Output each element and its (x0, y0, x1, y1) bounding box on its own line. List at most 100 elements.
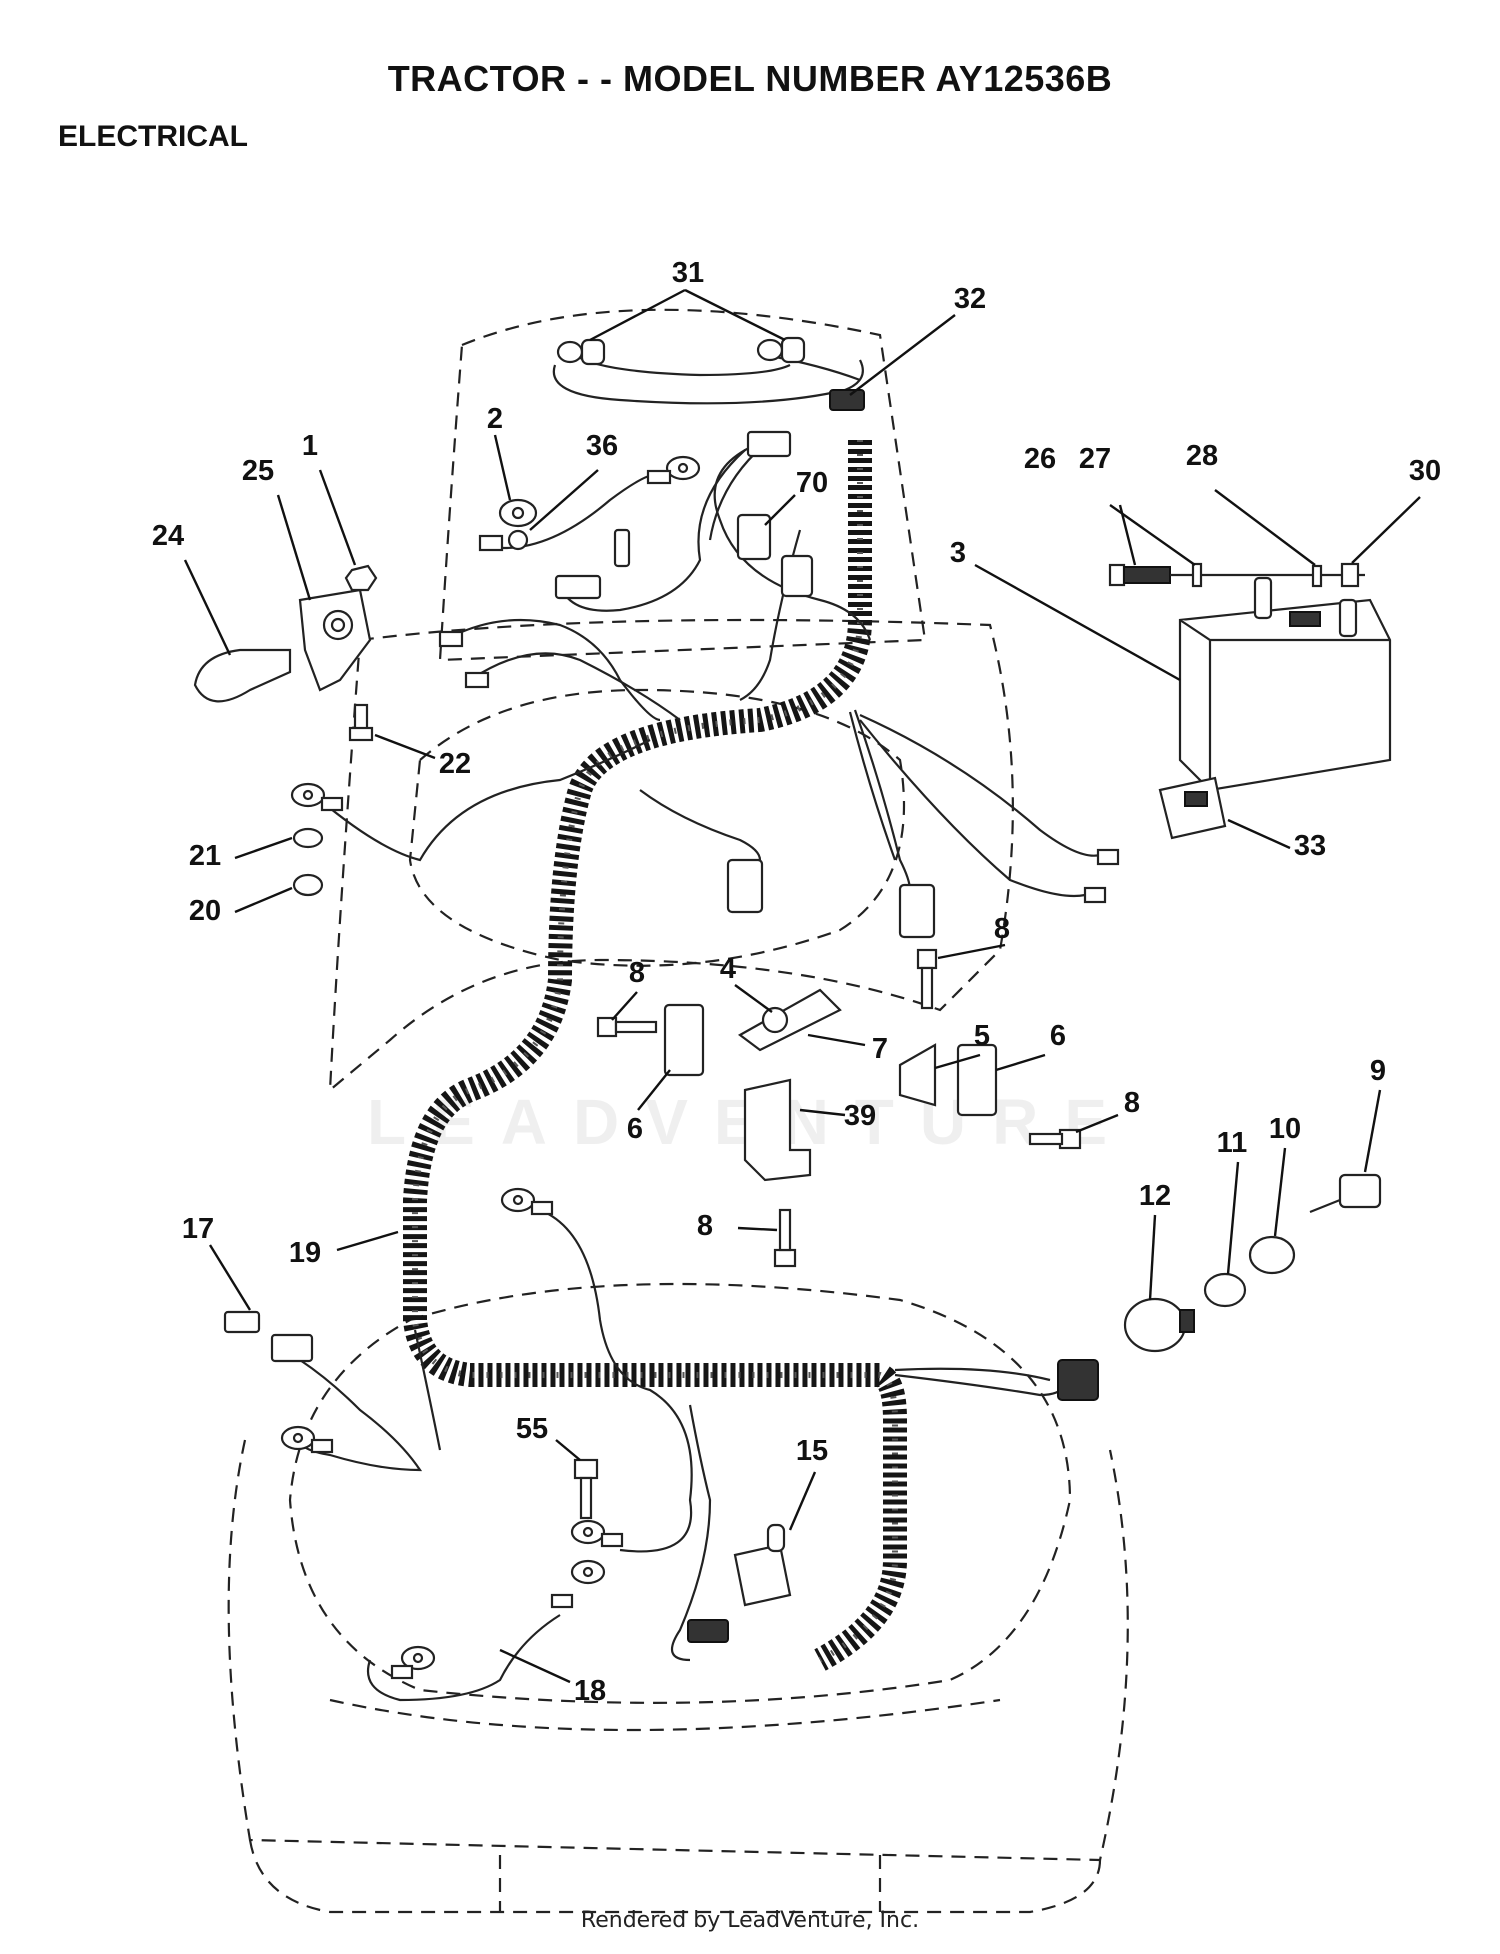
callout-2: 2 (487, 403, 503, 435)
callout-18: 18 (574, 1675, 606, 1707)
callout-36: 36 (586, 430, 618, 462)
callout-31: 31 (672, 257, 704, 289)
ground-terminal (478, 498, 538, 552)
seat-switch (733, 1523, 792, 1607)
callout-19: 19 (289, 1237, 321, 1269)
headlight-connector (829, 389, 865, 411)
bracket-5 (898, 1043, 937, 1107)
harness-connector-top (746, 430, 792, 458)
connector-dash-right (898, 883, 936, 939)
callout-8-left: 8 (629, 957, 645, 989)
callout-17: 17 (182, 1213, 214, 1245)
callout-labels: 31 32 2 36 70 1 25 24 22 21 20 26 27 28 … (152, 257, 1441, 1707)
plug-small (613, 528, 631, 568)
callout-3: 3 (950, 537, 966, 569)
terminal-boot (193, 648, 292, 703)
callout-4: 4 (720, 953, 736, 985)
interlock-switch-right (956, 1043, 998, 1117)
footer-credit: Rendered by LeadVenture, Inc. (580, 1908, 920, 1933)
callout-70: 70 (796, 467, 828, 499)
callout-20: 20 (189, 895, 221, 927)
star-washer (507, 529, 529, 551)
battery (1178, 576, 1392, 792)
ground-ring-lower (550, 1559, 606, 1609)
callout-21: 21 (189, 840, 221, 872)
bolt-8c (1028, 1128, 1082, 1150)
ground-ring-18 (390, 1645, 436, 1680)
fuse-holder (736, 513, 772, 561)
interlock-switch-left (663, 1003, 705, 1077)
seat-switch-connector (687, 1619, 729, 1643)
bolt-8b (916, 948, 938, 1010)
battery-washer (1191, 562, 1203, 588)
wire-terminal-d (1083, 886, 1107, 904)
battery-bolt (1108, 563, 1171, 587)
ignition-connector (1057, 1359, 1099, 1401)
callout-32: 32 (954, 283, 986, 315)
callout-30: 30 (1409, 455, 1441, 487)
wire-terminal-a (438, 630, 464, 648)
fuse-connector (270, 1333, 314, 1363)
callout-10: 10 (1269, 1113, 1301, 1145)
callout-6-right: 6 (1050, 1020, 1066, 1052)
ring-terminal-left (290, 782, 344, 812)
callout-15: 15 (796, 1435, 828, 1467)
bolt-8d (773, 1208, 797, 1268)
switch-bracket (743, 1078, 812, 1182)
callout-9: 9 (1370, 1055, 1386, 1087)
ring-terminal-upper (646, 455, 701, 485)
callout-8-lower: 8 (697, 1210, 713, 1242)
callout-28: 28 (1186, 440, 1218, 472)
key-switch-bezel (1248, 1235, 1296, 1275)
callout-24: 24 (152, 520, 184, 552)
parts (193, 336, 1392, 1680)
ignition-key (1309, 1173, 1382, 1214)
headlight-bulb-right (756, 336, 806, 364)
ignition-switch (1123, 1297, 1195, 1353)
wire-terminal-c (1096, 848, 1120, 866)
hex-nut (344, 564, 378, 592)
callout-25: 25 (242, 455, 274, 487)
wire-terminal-b (464, 671, 490, 689)
connector-left (554, 574, 602, 600)
leader-lines (183, 288, 1421, 1684)
callout-8-upper: 8 (994, 913, 1010, 945)
ring-terminal-lower-b (280, 1425, 334, 1454)
callout-11: 11 (1217, 1127, 1248, 1159)
callout-8-right: 8 (1124, 1087, 1140, 1119)
screw-22 (348, 703, 374, 742)
thin-wires (298, 353, 1101, 1702)
mounting-bracket (737, 988, 842, 1052)
tractor-outline (227, 308, 1129, 1914)
headlight-bulb-left (556, 338, 606, 366)
bracket-nut (761, 1006, 789, 1034)
battery-nut (1340, 562, 1360, 588)
ground-bolt (573, 1458, 599, 1520)
callout-22: 22 (439, 748, 471, 780)
battery-lock-washer (1311, 564, 1323, 588)
callout-6-left: 6 (627, 1113, 643, 1145)
connector-center (780, 554, 814, 598)
fuse (223, 1310, 261, 1334)
bolt-8a (596, 1016, 658, 1038)
lock-washer (292, 827, 324, 849)
section-title: ELECTRICAL (58, 120, 248, 153)
page-title: TRACTOR - - MODEL NUMBER AY12536B (387, 58, 1113, 99)
callout-12: 12 (1139, 1180, 1171, 1212)
callout-33: 33 (1294, 830, 1326, 862)
starter-solenoid (298, 588, 372, 692)
callout-55: 55 (516, 1413, 548, 1445)
ground-ring-upper (570, 1519, 624, 1548)
callout-27: 27 (1079, 443, 1111, 475)
rocker-switch (1158, 776, 1227, 840)
callout-7: 7 (872, 1033, 888, 1065)
key-switch-nut (1203, 1272, 1247, 1308)
callout-39: 39 (844, 1100, 876, 1132)
connector-dash-left (726, 858, 764, 914)
ring-terminal-lower-a (500, 1187, 554, 1216)
terminal-nut (292, 873, 324, 897)
callout-1: 1 (302, 430, 318, 462)
callout-26: 26 (1024, 443, 1056, 475)
callout-5: 5 (974, 1020, 990, 1052)
